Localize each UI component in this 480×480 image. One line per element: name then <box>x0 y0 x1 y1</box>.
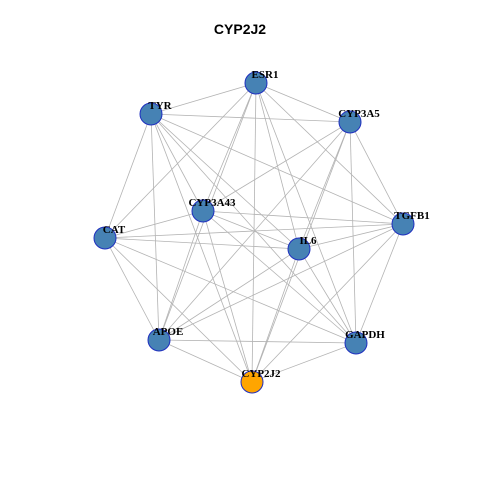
edge-cyp2j2-apoe <box>158 339 253 383</box>
edge-apoe-tyr <box>150 113 160 341</box>
edge-cyp2j2-il6 <box>251 248 300 383</box>
node-esr1[interactable] <box>244 71 268 95</box>
edge-esr1-gapdh <box>255 82 357 344</box>
edge-esr1-cyp3a43 <box>202 82 257 212</box>
node-gapdh[interactable] <box>344 331 368 355</box>
edge-apoe-cyp3a43 <box>158 210 204 341</box>
node-label-tgfb1: TGFB1 <box>394 210 429 222</box>
node-label-esr1: ESR1 <box>252 69 279 81</box>
edge-cat-il6 <box>104 237 300 250</box>
edge-gapdh-cat <box>104 237 357 344</box>
edge-tgfb1-tyr <box>150 113 404 225</box>
edge-tgfb1-cyp3a43 <box>202 210 404 225</box>
node-cat[interactable] <box>93 226 117 250</box>
edge-gapdh-apoe <box>158 339 357 344</box>
node-label-cyp2j2: CYP2J2 <box>241 368 281 380</box>
edge-esr1-cyp3a5 <box>255 82 351 123</box>
edge-esr1-cyp2j2 <box>251 82 257 383</box>
edge-gapdh-tyr <box>150 113 357 344</box>
node-label-gapdh: GAPDH <box>345 329 385 341</box>
edge-tgfb1-apoe <box>158 223 404 341</box>
edge-cat-tyr <box>104 113 152 239</box>
node-tyr[interactable] <box>139 102 163 126</box>
edge-cyp3a5-gapdh <box>349 121 357 344</box>
edge-cyp3a5-tgfb1 <box>349 121 404 225</box>
edge-esr1-cat <box>104 82 257 239</box>
node-cyp3a43[interactable] <box>191 199 215 223</box>
edge-cyp3a5-il6 <box>298 121 351 250</box>
edge-tyr-il6 <box>150 113 300 250</box>
chart-title: CYP2J2 <box>213 21 267 37</box>
node-il6[interactable] <box>287 237 311 261</box>
edge-gapdh-il6 <box>298 248 357 344</box>
edge-gapdh-cyp3a43 <box>202 210 357 344</box>
edge-cyp3a5-tyr <box>150 113 351 123</box>
edge-cyp2j2-cat <box>104 237 253 383</box>
node-tgfb1[interactable] <box>391 212 415 236</box>
edge-layer <box>104 82 404 383</box>
edge-esr1-tgfb1 <box>255 82 404 225</box>
edge-cat-cyp3a43 <box>104 210 204 239</box>
node-label-cyp3a5: CYP3A5 <box>338 108 380 120</box>
edge-cyp3a43-il6 <box>202 210 300 250</box>
node-layer <box>93 71 415 394</box>
edge-cyp3a5-cyp3a43 <box>202 121 351 212</box>
edge-tgfb1-cyp2j2 <box>251 223 404 383</box>
node-label-il6: IL6 <box>299 235 317 247</box>
node-apoe[interactable] <box>147 328 171 352</box>
edge-apoe-il6 <box>158 248 300 341</box>
node-label-tyr: TYR <box>148 100 172 112</box>
node-cyp2j2[interactable] <box>240 370 264 394</box>
edge-tgfb1-gapdh <box>355 223 404 344</box>
node-label-cyp3a43: CYP3A43 <box>188 197 236 209</box>
edge-esr1-tyr <box>150 82 257 115</box>
edge-apoe-cat <box>104 237 160 341</box>
edge-tyr-cyp3a43 <box>150 113 204 212</box>
edge-cyp2j2-tyr <box>150 113 253 383</box>
edge-gapdh-cyp2j2 <box>251 342 357 383</box>
node-cyp3a5[interactable] <box>338 110 362 134</box>
node-label-apoe: APOE <box>153 326 184 338</box>
edge-tgfb1-il6 <box>298 223 404 250</box>
node-label-cat: CAT <box>103 224 126 236</box>
edge-cyp2j2-cyp3a43 <box>202 210 253 383</box>
